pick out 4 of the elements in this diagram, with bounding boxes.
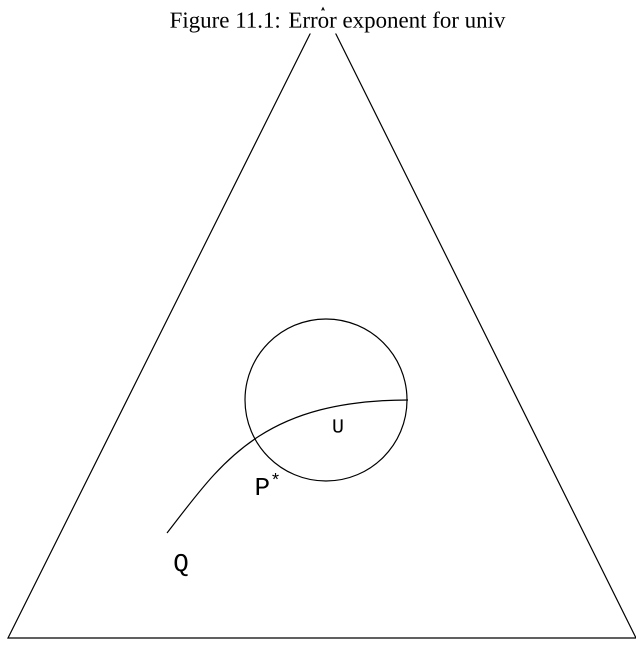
point-label: P$^{*}$ [256,472,279,496]
point-label: Q [174,554,188,576]
figure-title: Figure 11.1: Error exponent for univ [168,10,506,34]
circle-label: U [333,419,343,433]
